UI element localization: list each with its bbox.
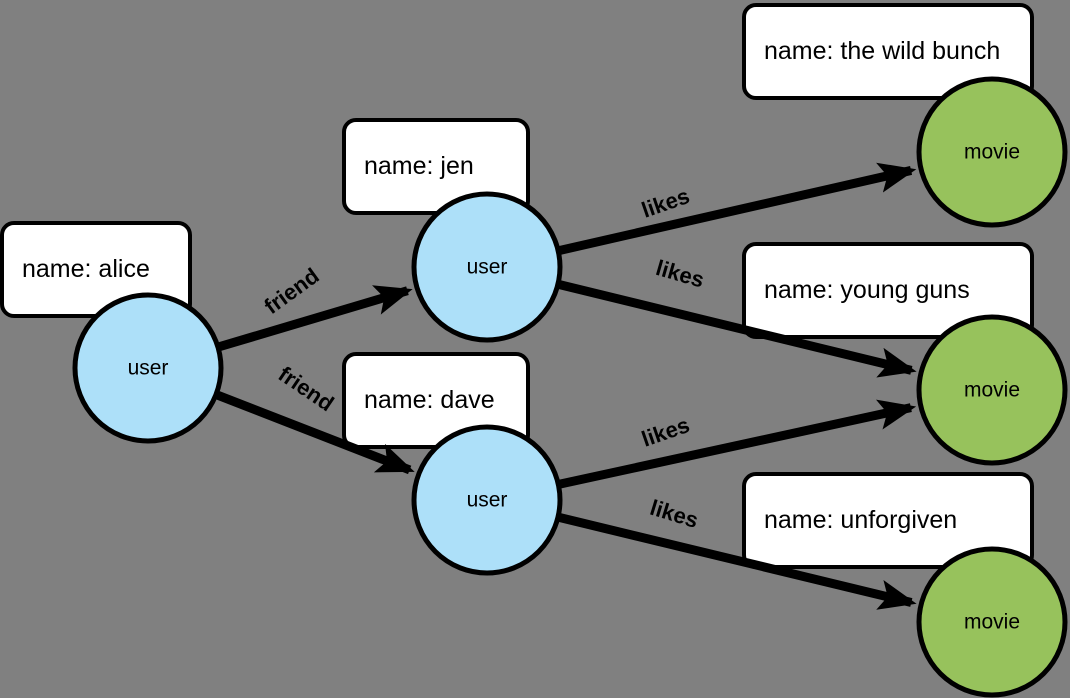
edge-label-likes: likes [638, 412, 692, 452]
graph-node-dave[interactable] [411, 424, 563, 576]
nodes-layer: user user user movie movie movie [72, 76, 1068, 698]
edge-label-friend: friend [274, 361, 339, 416]
node-type-label: movie [964, 141, 1020, 164]
node-type-label: user [467, 256, 508, 279]
graph-edge [554, 279, 917, 378]
node-type-label: user [128, 357, 169, 380]
graph-edge [214, 285, 413, 353]
edge-label-likes: likes [638, 183, 692, 223]
node-type-label: movie [964, 611, 1020, 634]
property-text: name: jen [364, 152, 474, 180]
property-text: name: young guns [764, 276, 970, 304]
edges-layer [212, 162, 917, 610]
graph-node-jen[interactable] [411, 191, 563, 343]
graph-edge [555, 399, 917, 490]
edge-label-likes: likes [647, 495, 701, 533]
graph-edge [212, 389, 415, 475]
property-text: name: unforgiven [764, 506, 958, 534]
property-text: name: dave [364, 386, 495, 414]
graph-node-alice[interactable] [72, 292, 224, 444]
node-type-label: user [467, 489, 508, 512]
property-text: name: alice [22, 255, 150, 283]
node-type-label: movie [964, 379, 1020, 402]
graph-edge [554, 512, 917, 610]
graph-node-young_guns[interactable] [916, 314, 1068, 466]
property-text: name: the wild bunch [764, 37, 1001, 65]
graph-edge [555, 162, 917, 256]
graph-node-unforgiven[interactable] [916, 546, 1068, 698]
property-box-young_guns: name: young guns [742, 242, 1034, 339]
graph-node-wild_bunch[interactable] [916, 76, 1068, 228]
edge-label-likes: likes [653, 255, 707, 293]
edge-label-friend: friend [260, 263, 324, 319]
